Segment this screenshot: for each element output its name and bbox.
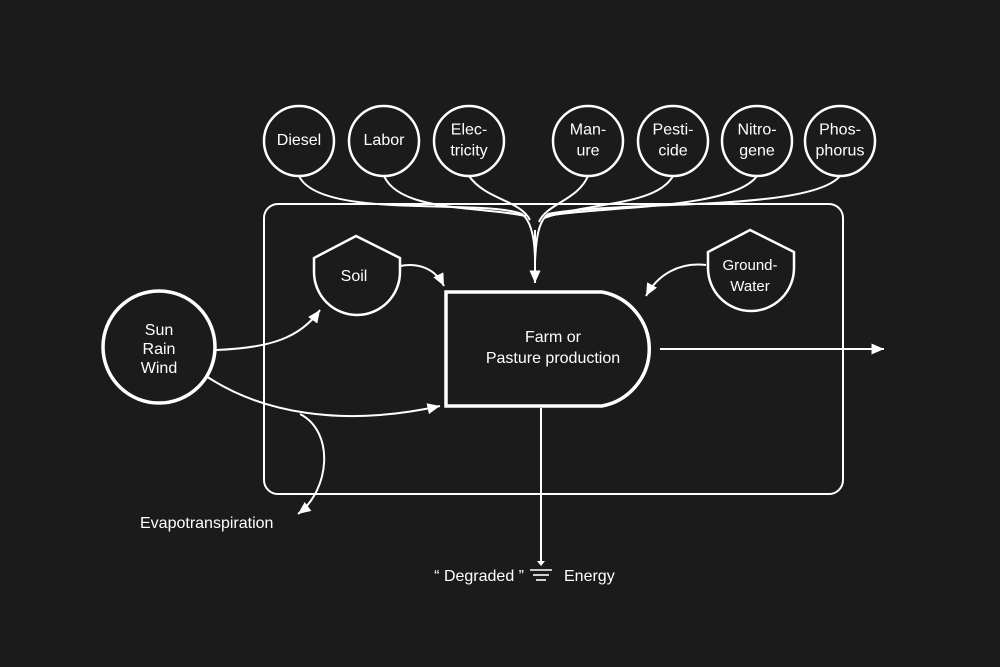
groundwater-storage-shape: [706, 228, 796, 313]
input-source-6: Phos-phorus: [803, 104, 877, 178]
input-source-circle: [720, 104, 794, 178]
source-label-line-1: Sun: [145, 322, 173, 339]
input-source-label: gene: [739, 143, 775, 160]
energy-source: Sun Rain Wind: [101, 289, 217, 405]
soil-storage-shape: [312, 234, 402, 317]
input-source-circle: [803, 104, 877, 178]
input-source-circle: [551, 104, 625, 178]
flow-source-to-soil: [215, 309, 321, 351]
input-source-1: Labor: [347, 104, 421, 178]
input-source-circle: [636, 104, 710, 178]
heat-sink-icon: [530, 561, 552, 581]
soil-storage: Soil: [312, 234, 402, 317]
input-source-label: Man-: [570, 122, 606, 139]
soil-label: Soil: [341, 268, 368, 285]
producer-label-line-2: Pasture production: [486, 350, 620, 367]
flow-diesel: [298, 175, 536, 263]
groundwater-storage: Ground- Water: [706, 228, 796, 313]
flow-groundwater-to-producer: [645, 263, 707, 297]
input-source-circle: [347, 104, 421, 178]
flow-electricity: [468, 175, 531, 221]
producer-shape: [444, 290, 652, 408]
flow-evapotranspiration: [297, 413, 326, 515]
input-source-circle: [262, 104, 336, 178]
input-source-5: Nitro-gene: [720, 104, 794, 178]
source-circle: [101, 289, 217, 405]
flow-soil-to-producer: [399, 264, 445, 287]
input-source-label: ure: [576, 143, 599, 160]
input-source-label: tricity: [450, 143, 487, 160]
input-source-label: Labor: [364, 132, 406, 149]
groundwater-label-line-2: Water: [730, 278, 769, 295]
producer-label-line-1: Farm or: [525, 329, 582, 346]
input-flows: [298, 175, 841, 283]
producer: Farm or Pasture production: [444, 290, 652, 408]
source-label-line-2: Rain: [143, 341, 176, 358]
flow-phosphorus: [534, 175, 841, 263]
input-source-0: Diesel: [262, 104, 336, 178]
flow-source-to-producer: [205, 375, 441, 418]
input-source-4: Pesti-cide: [636, 104, 710, 178]
input-source-label: phorus: [816, 143, 865, 160]
evapotranspiration-label: Evapotranspiration: [140, 515, 273, 532]
input-source-2: Elec-tricity: [432, 104, 506, 178]
input-source-label: Pesti-: [653, 122, 694, 139]
groundwater-label-line-1: Ground-: [722, 257, 777, 274]
input-source-3: Man-ure: [551, 104, 625, 178]
input-source-circle: [432, 104, 506, 178]
other-flows: [205, 263, 884, 562]
flow-manure: [538, 175, 589, 223]
source-label-line-3: Wind: [141, 360, 177, 377]
input-source-label: cide: [658, 143, 687, 160]
degraded-label: “ Degraded ”: [434, 568, 524, 585]
flow-labor: [383, 175, 527, 217]
input-source-label: Phos-: [819, 122, 861, 139]
input-source-label: Nitro-: [737, 122, 776, 139]
input-source-label: Diesel: [277, 132, 321, 149]
input-source-label: Elec-: [451, 122, 487, 139]
energy-label: Energy: [564, 568, 615, 585]
